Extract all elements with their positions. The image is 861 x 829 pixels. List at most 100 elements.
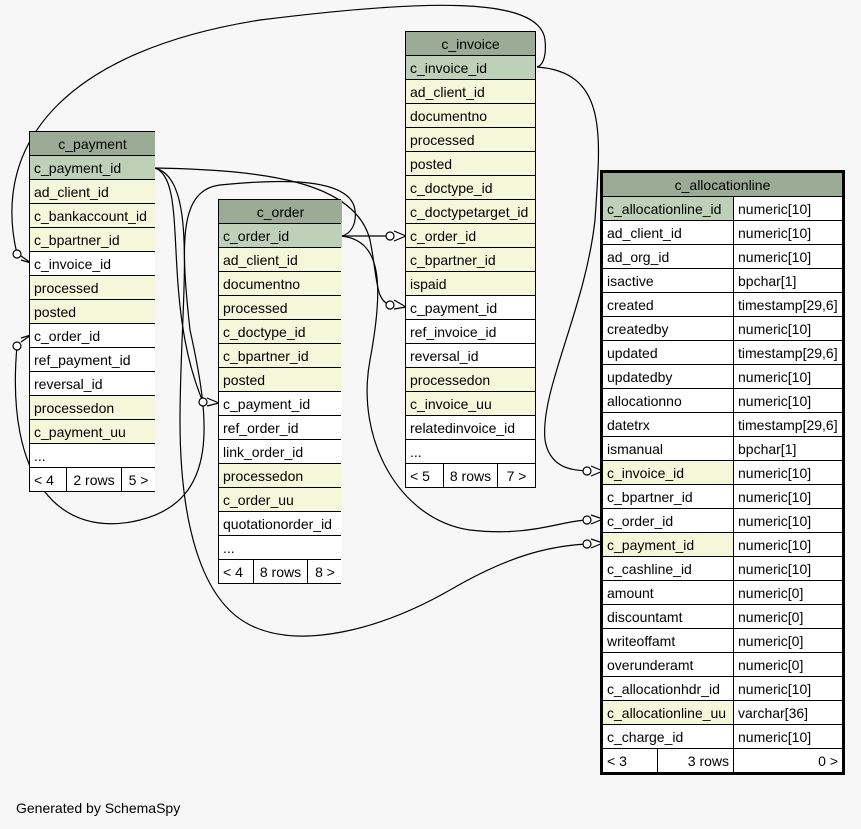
column-name: c_payment_id — [603, 533, 733, 556]
column-name: created — [603, 293, 733, 316]
table-c-allocationline[interactable]: c_allocationline c_allocationline_id num… — [600, 170, 845, 775]
column-type: numeric[10] — [734, 245, 842, 268]
column-row: ref_payment_id — [30, 348, 155, 371]
edge-endpoint — [198, 397, 208, 407]
column-row: link_order_id — [219, 440, 342, 463]
column-type: numeric[10] — [734, 197, 842, 220]
column-row: ref_order_id — [219, 416, 342, 439]
footer-rows: 8 rows — [444, 464, 497, 487]
column-name: c_cashline_id — [603, 557, 733, 580]
table-title: c_invoice — [406, 32, 535, 55]
footer-parents: < 3 — [603, 749, 657, 772]
table-c-payment[interactable]: c_payment c_payment_id ad_client_id c_ba… — [29, 131, 155, 492]
edge-endpoint — [385, 300, 395, 310]
column-type: numeric[10] — [734, 677, 842, 700]
column-row: c_doctype_id — [406, 176, 535, 199]
table-title: c_allocationline — [603, 173, 842, 196]
edge-endpoint — [582, 515, 592, 525]
column-type: timestamp[29,6] — [734, 293, 842, 316]
column-type: numeric[10] — [734, 461, 842, 484]
table-title: c_order — [219, 200, 342, 223]
column-name: c_invoice_id — [603, 461, 733, 484]
column-row: ref_invoice_id — [406, 320, 535, 343]
column-row: c_payment_id — [30, 156, 155, 179]
column-row: c_bpartner_id — [406, 248, 535, 271]
column-row: processedon — [30, 396, 155, 419]
column-type: numeric[10] — [734, 389, 842, 412]
edge-endpoint — [12, 249, 22, 259]
column-row: ad_client_id — [30, 180, 155, 203]
column-row: processed — [30, 276, 155, 299]
column-row: c_payment_id — [219, 392, 342, 415]
footer-children: 7 > — [498, 464, 535, 487]
column-row: ispaid — [406, 272, 535, 295]
column-name: isactive — [603, 269, 733, 292]
column-name: c_charge_id — [603, 725, 733, 748]
edge-endpoint — [582, 539, 592, 549]
footer-children: 0 > — [734, 749, 842, 772]
edge-endpoint — [12, 341, 22, 351]
column-row: c_bankaccount_id — [30, 204, 155, 227]
column-row: c_order_id — [219, 224, 342, 247]
column-type: timestamp[29,6] — [734, 413, 842, 436]
column-row: c_doctype_id — [219, 320, 342, 343]
column-row: processedon — [219, 464, 342, 487]
column-type: numeric[10] — [734, 317, 842, 340]
column-row: c_order_id — [30, 324, 155, 347]
column-name: c_allocationline_uu — [603, 701, 733, 724]
column-row: c_bpartner_id — [219, 344, 342, 367]
column-name: c_bpartner_id — [603, 485, 733, 508]
column-type: numeric[0] — [734, 581, 842, 604]
column-name: ad_org_id — [603, 245, 733, 268]
column-row: c_payment_id — [406, 296, 535, 319]
column-type: varchar[36] — [734, 701, 842, 724]
column-type: numeric[10] — [734, 725, 842, 748]
column-type: numeric[10] — [734, 221, 842, 244]
column-type: numeric[0] — [734, 629, 842, 652]
column-name: c_order_id — [603, 509, 733, 532]
footer-rows: 2 rows — [67, 468, 121, 491]
column-type: numeric[0] — [734, 605, 842, 628]
column-name: overunderamt — [603, 653, 733, 676]
edge-endpoint — [385, 231, 395, 241]
table-c-invoice[interactable]: c_invoice c_invoice_id ad_client_id docu… — [405, 31, 536, 488]
column-row: ad_client_id — [406, 80, 535, 103]
column-row: c_order_uu — [219, 488, 342, 511]
column-name: c_allocationhdr_id — [603, 677, 733, 700]
column-row: c_invoice_id — [406, 56, 535, 79]
column-row: reversal_id — [30, 372, 155, 395]
footer-rows: 3 rows — [658, 749, 733, 772]
column-row: documentno — [219, 272, 342, 295]
table-c-order[interactable]: c_order c_order_id ad_client_id document… — [218, 199, 342, 584]
column-name: ismanual — [603, 437, 733, 460]
column-type: timestamp[29,6] — [734, 341, 842, 364]
column-row: ... — [406, 440, 535, 463]
column-row: posted — [406, 152, 535, 175]
edge-order-payment — [154, 167, 204, 403]
column-type: numeric[10] — [734, 365, 842, 388]
table-title: c_payment — [30, 132, 155, 155]
column-row: processedon — [406, 368, 535, 391]
footer-children: 5 > — [122, 468, 155, 491]
column-row: processed — [219, 296, 342, 319]
column-row: c_doctypetarget_id — [406, 200, 535, 223]
column-name: amount — [603, 581, 733, 604]
column-row: relatedinvoice_id — [406, 416, 535, 439]
column-row: c_invoice_uu — [406, 392, 535, 415]
column-name: createdby — [603, 317, 733, 340]
column-name: ad_client_id — [603, 221, 733, 244]
column-row: c_payment_uu — [30, 420, 155, 443]
edge-endpoint — [582, 466, 592, 476]
footer-children: 8 > — [308, 560, 342, 583]
column-row: posted — [30, 300, 155, 323]
column-name: writeoffamt — [603, 629, 733, 652]
column-type: numeric[10] — [734, 485, 842, 508]
column-row: processed — [406, 128, 535, 151]
footer-parents: < 5 — [406, 464, 443, 487]
column-type: numeric[10] — [734, 509, 842, 532]
column-row: ... — [30, 444, 155, 467]
column-row: c_order_id — [406, 224, 535, 247]
column-name: updatedby — [603, 365, 733, 388]
column-name: c_allocationline_id — [603, 197, 733, 220]
column-name: discountamt — [603, 605, 733, 628]
